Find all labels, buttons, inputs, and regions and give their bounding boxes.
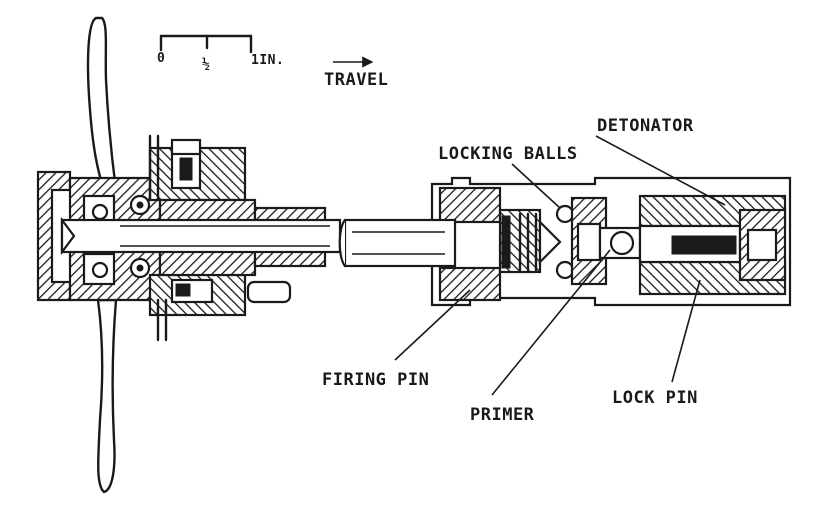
hub-assembly xyxy=(36,134,342,342)
detonator-label: DETONATOR xyxy=(597,116,694,136)
leader-lines xyxy=(394,135,726,396)
detonator-leader xyxy=(595,135,726,206)
primer-leader xyxy=(491,249,611,396)
scale-mid-label: ½ xyxy=(202,57,210,72)
scale-start-label: 0 xyxy=(157,51,165,66)
firing-pin-leader xyxy=(394,289,471,361)
firing-pin-label: FIRING PIN xyxy=(322,370,429,390)
locking-balls-leader xyxy=(511,163,561,209)
lock-pin-label: LOCK PIN xyxy=(612,388,698,408)
fuze-body xyxy=(338,176,792,307)
travel-label: TRAVEL xyxy=(324,70,388,90)
primer-label: PRIMER xyxy=(470,405,535,425)
locking-ball-lower xyxy=(555,260,575,280)
locking-balls-label: LOCKING BALLS xyxy=(438,144,578,164)
scale-bar: 0 ½ 1IN. xyxy=(157,34,284,72)
travel-indicator: TRAVEL xyxy=(324,56,388,90)
lock-pin-leader xyxy=(671,279,701,383)
part-labels: DETONATOR LOCKING BALLS FIRING PIN PRIME… xyxy=(322,116,698,425)
scale-end-label: 1IN. xyxy=(251,53,284,68)
